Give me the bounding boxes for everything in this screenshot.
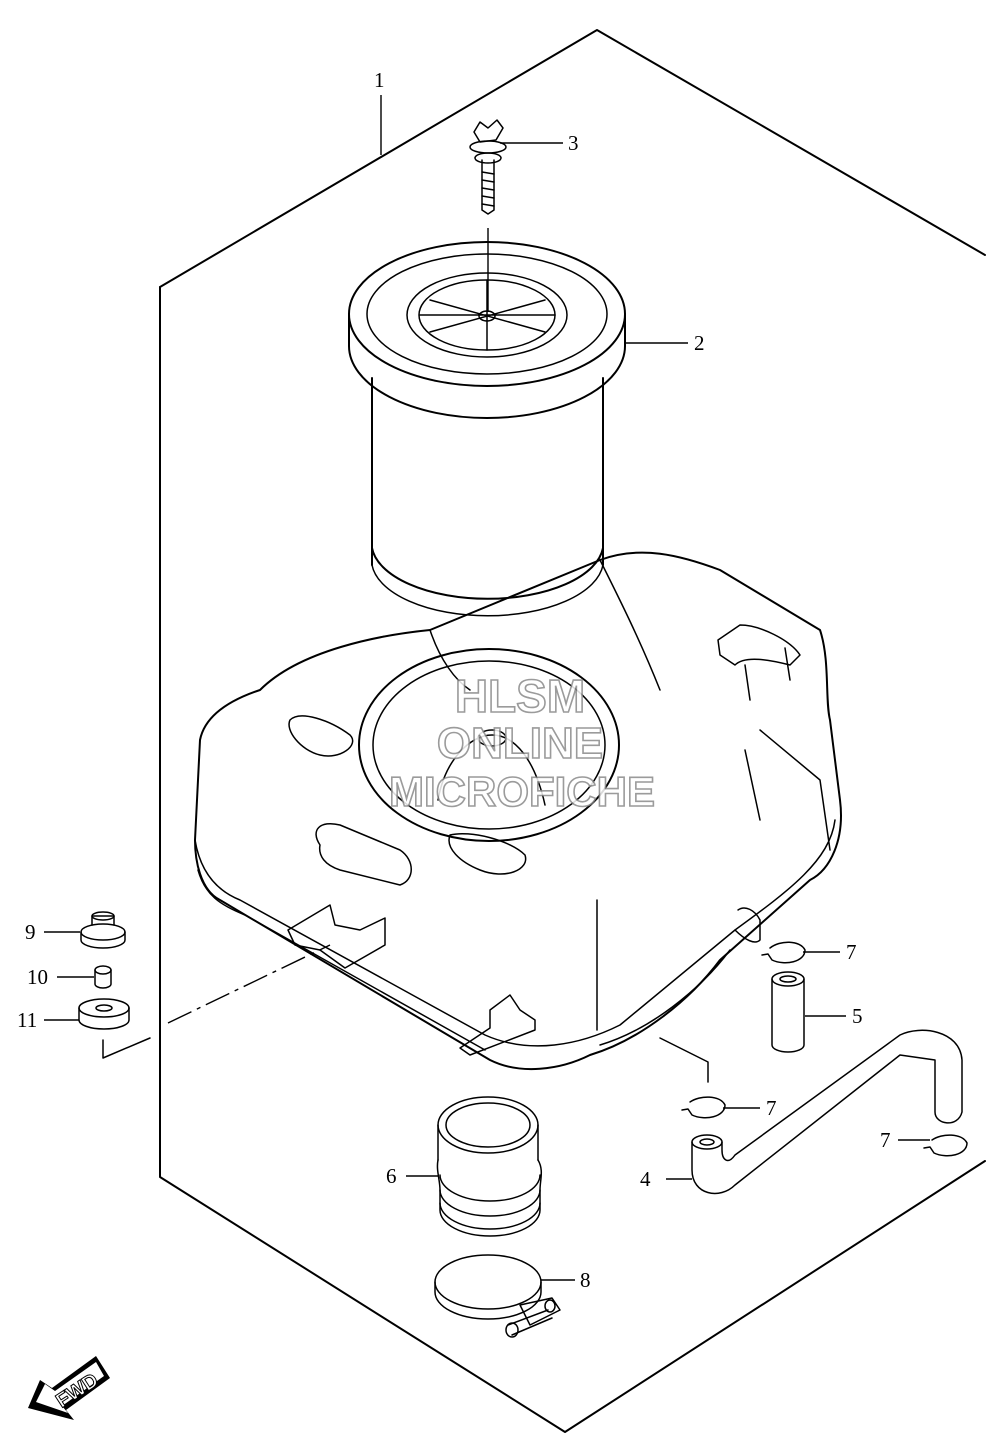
callout-10: 10	[27, 965, 48, 989]
callout-9: 9	[25, 920, 36, 944]
fwd-direction-badge: FWD	[28, 1356, 110, 1420]
cushion-part	[78, 998, 130, 1030]
drain-hose-part	[691, 1029, 963, 1195]
callout-labels: 1 2 3 4 5 6 7 7 7 8 9 10 11	[17, 68, 891, 1292]
air-cleaner-case	[194, 551, 842, 1070]
assembly-outline	[159, 29, 986, 1433]
collar-part	[94, 965, 112, 989]
leader-lines	[44, 95, 930, 1281]
clamp-part-upper	[761, 941, 806, 964]
callout-8: 8	[580, 1268, 591, 1292]
callout-3: 3	[568, 131, 579, 155]
wing-bolt-part	[469, 119, 507, 312]
callout-7-middle: 7	[766, 1096, 777, 1120]
clamp-part-right	[923, 1134, 968, 1157]
short-hose-part	[771, 971, 805, 1053]
watermark-line-1: HLSM	[455, 670, 585, 722]
intake-joint-part	[436, 1096, 543, 1237]
bolt-part	[80, 911, 126, 949]
callout-11: 11	[17, 1008, 37, 1032]
hose-clamp-part	[434, 1254, 561, 1338]
callout-7-right: 7	[880, 1128, 891, 1152]
callout-4: 4	[640, 1167, 651, 1191]
callout-6: 6	[386, 1164, 397, 1188]
watermark-line-2: ONLINE	[437, 719, 603, 768]
mount-axis-line	[167, 944, 331, 1024]
mount-bracket-line	[102, 1037, 151, 1059]
callout-7-upper: 7	[846, 940, 857, 964]
watermark: HLSM ONLINE MICROFICHE	[388, 669, 656, 816]
drain-leader	[659, 1037, 709, 1083]
callout-2: 2	[694, 331, 705, 355]
watermark-line-3: MICROFICHE	[389, 768, 655, 815]
callout-5: 5	[852, 1004, 863, 1028]
callout-1: 1	[374, 68, 385, 92]
clamp-part-middle	[681, 1096, 726, 1119]
air-filter-element	[348, 241, 626, 617]
